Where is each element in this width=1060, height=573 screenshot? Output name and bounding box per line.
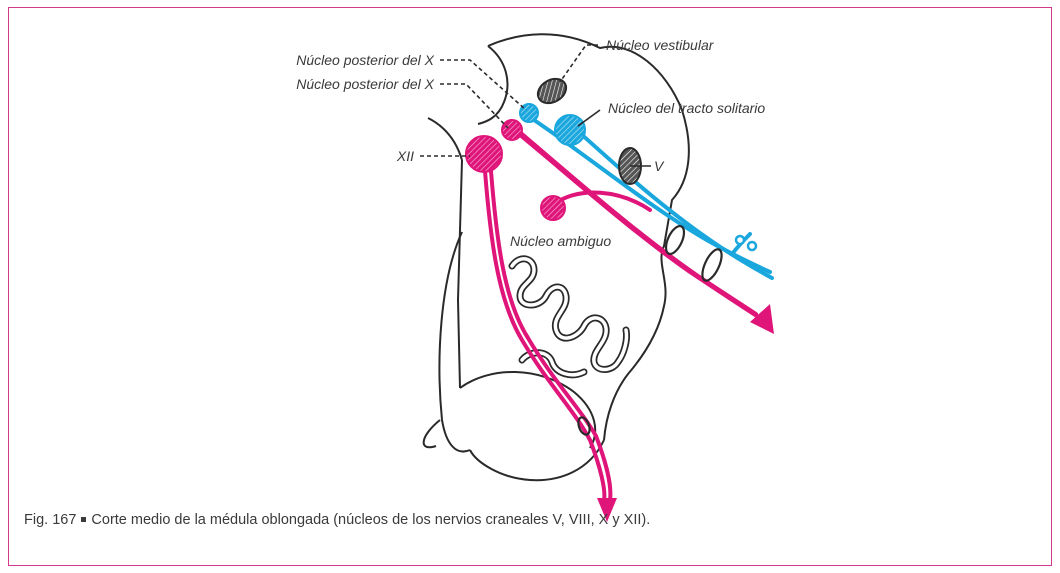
ventral-left-edge: [439, 232, 470, 452]
nerve-rings: [576, 223, 725, 436]
midline-upper: [428, 118, 462, 160]
label-ambiguo: Núcleo ambiguo: [510, 233, 611, 249]
caption-bullet: [81, 517, 86, 522]
nucleus-vestibular: [534, 74, 571, 108]
arrow-vagal: [750, 304, 774, 334]
pyramid-contour: [460, 372, 595, 448]
midline: [458, 160, 462, 388]
caption-text: Corte medio de la médula oblongada (núcl…: [91, 512, 650, 528]
nucleus-xii: [466, 136, 502, 172]
label-posterior-x-2: Núcleo posterior del X: [296, 76, 434, 92]
label-xii: XII: [396, 148, 414, 164]
leader-vestibular: [560, 45, 598, 82]
nucleus-tractus-solitarius: [555, 115, 585, 145]
leader-posterior-x-2: [440, 84, 508, 128]
ventral-base: [424, 420, 440, 447]
figure-number: Fig. 167: [24, 512, 76, 528]
olivary-nucleus: [512, 259, 627, 375]
label-vestibular: Núcleo vestibular: [606, 37, 715, 53]
outer-contour-lower: [470, 440, 604, 480]
figure-caption: Fig. 167 Corte medio de la médula oblonga…: [24, 512, 650, 528]
label-v: V: [654, 158, 665, 174]
label-tracto-solitario: Núcleo del tracto solitario: [608, 100, 765, 116]
label-posterior-x-1: Núcleo posterior del X: [296, 52, 434, 68]
nucleus-posterior-x-magenta: [502, 120, 522, 140]
leader-tracto-solitario: [578, 110, 600, 126]
nucleus-ambiguus: [541, 196, 565, 220]
